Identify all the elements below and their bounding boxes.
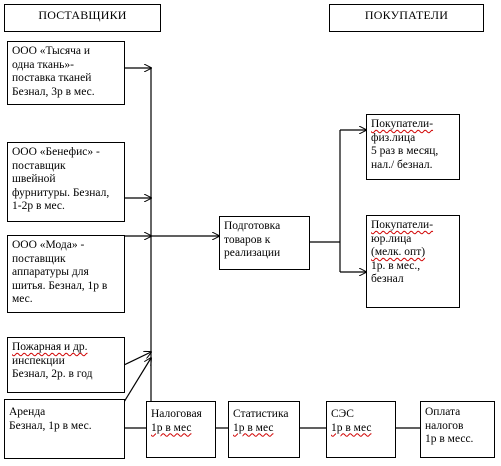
- buyers-header: ПОКУПАТЕЛИ: [329, 4, 484, 32]
- center-process-box: Подготовка товаров к реализации: [219, 216, 310, 270]
- supplier-2-line-5: 1-2р в мес.: [12, 200, 65, 212]
- buyer-2-line-2: юр.лица: [371, 232, 412, 245]
- supplier-4-line-3: Безнал, 2р. в год: [12, 368, 93, 380]
- tax-office-line-1: Налоговая: [151, 408, 202, 420]
- supplier-1-line-4: Безнал, 3р в мес.: [12, 85, 95, 98]
- supplier-2-line-3: швейной: [12, 173, 56, 185]
- supplier-5-line-2: Безнал, 1р в мес.: [9, 419, 92, 432]
- supplier-1-line-3: поставка тканей: [12, 72, 92, 84]
- supplier-2-line-2: поставщик: [12, 159, 66, 172]
- buyer-2-line-5: безнал: [371, 273, 404, 285]
- supplier-3-line-3: аппаратуры для: [12, 266, 89, 278]
- tax-payment-line-3: 1р в месс.: [425, 433, 474, 445]
- bottom-box-tax-payment: Оплата налогов 1р в месс.: [420, 401, 495, 458]
- buyer-2-line-4: 1р. в мес.,: [371, 259, 421, 272]
- supplier-box-2: ООО «Бенефис» - поставщик швейной фурнит…: [7, 142, 125, 222]
- buyer-1-line-3: 5 раз в месяц,: [371, 145, 439, 157]
- supplier-4-line-2: инспекции: [12, 354, 65, 367]
- supplier-2-line-4: фурнитуры. Безнал,: [12, 186, 110, 199]
- buyer-box-1: Покупатели- физ.лица 5 раз в месяц, нал.…: [366, 114, 460, 180]
- arrow-supplier-5: [123, 358, 151, 403]
- bottom-box-ses: СЭС 1р в мес: [326, 401, 396, 458]
- statistics-line-1: Статистика: [233, 408, 289, 420]
- supplier-box-5: Аренда Безнал, 1р в мес.: [4, 399, 125, 459]
- bottom-box-statistics: Статистика 1р в мес: [228, 401, 300, 458]
- suppliers-header: ПОСТАВЩИКИ: [4, 4, 161, 32]
- supplier-3-line-1: ООО «Мода» -: [12, 239, 85, 251]
- supplier-box-4: Пожарная и др. инспекции Безнал, 2р. в г…: [7, 337, 125, 393]
- tax-payment-line-2: налогов: [425, 419, 464, 432]
- buyer-1-line-4: нал./ безнал.: [371, 158, 433, 171]
- buyer-2-line-1: Покупатели-: [371, 219, 434, 231]
- center-line-2: товаров к: [224, 233, 271, 246]
- statistics-line-2: 1р в мес: [233, 421, 274, 434]
- supplier-3-line-2: поставщик: [12, 252, 66, 265]
- supplier-box-3: ООО «Мода» - поставщик аппаратуры для ши…: [7, 235, 125, 313]
- supplier-box-1: ООО «Тысяча и одна ткань»- поставка ткан…: [7, 41, 125, 105]
- buyer-1-line-1: Покупатели-: [371, 118, 434, 130]
- buyer-1-line-2: физ.лица: [371, 131, 416, 144]
- tax-office-line-2: 1р в мес: [151, 421, 192, 434]
- supplier-5-line-1: Аренда: [9, 406, 46, 418]
- ses-line-1: СЭС: [331, 408, 354, 420]
- supplier-3-line-4: шитья. Безнал, 1р в: [12, 279, 108, 292]
- bottom-box-tax-office: Налоговая 1р в мес: [146, 401, 216, 458]
- supplier-4-line-1: Пожарная и др.: [12, 341, 88, 353]
- ses-line-2: 1р в мес: [331, 421, 372, 434]
- supplier-2-line-1: ООО «Бенефис» -: [12, 146, 100, 158]
- arrow-supplier-4: [123, 352, 151, 366]
- supplier-1-line-2: одна ткань»-: [12, 58, 74, 71]
- tax-payment-line-1: Оплата: [425, 406, 461, 418]
- supplier-1-line-1: ООО «Тысяча и: [12, 45, 91, 57]
- center-line-3: реализации: [224, 247, 281, 259]
- center-line-1: Подготовка: [224, 220, 281, 232]
- buyer-box-2: Покупатели- юр.лица (мелк. опт) 1р. в ме…: [366, 215, 460, 308]
- buyer-2-line-3: (мелк. опт): [371, 246, 426, 258]
- supplier-3-line-5: мес.: [12, 293, 33, 305]
